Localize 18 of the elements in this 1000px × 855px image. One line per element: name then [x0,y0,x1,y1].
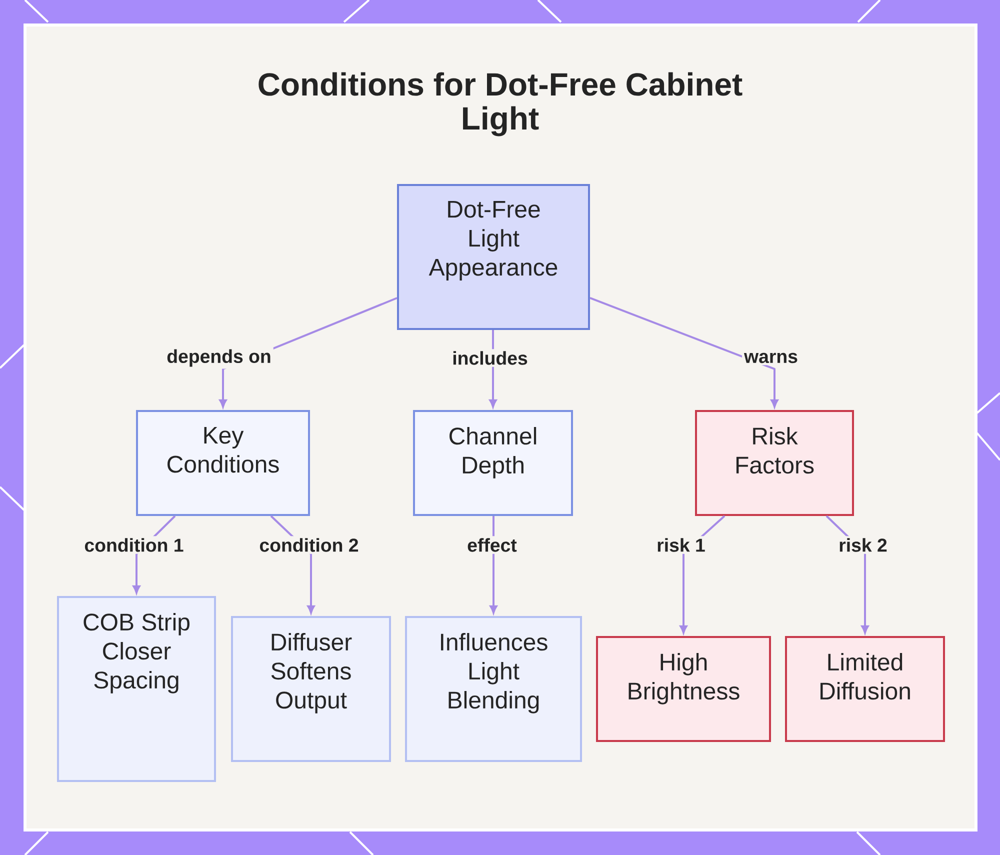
detail-box: Diffuser Softens Output [231,616,391,762]
edge-label: effect [465,536,519,554]
risk-box: Risk Factors [695,410,854,516]
edge-label: risk 1 [654,536,708,554]
edge-label: depends on [164,347,274,369]
edge-label: risk 2 [836,536,890,554]
edge-label: condition 2 [257,536,361,554]
edge-label: includes [450,349,530,367]
risk-box: Limited Diffusion [785,636,945,742]
category-box: Key Conditions [136,410,310,516]
topic-box: Dot-Free Light Appearance [397,184,590,330]
category-box: Channel Depth [413,410,573,516]
edge-label: warns [742,350,800,366]
detail-box: COB Strip Closer Spacing [57,596,216,782]
edge-label: condition 1 [82,536,186,554]
title: Conditions for Dot-Free Cabinet Light [258,72,742,136]
risk-box: High Brightness [596,636,771,742]
detail-box: Influences Light Blending [405,616,582,762]
